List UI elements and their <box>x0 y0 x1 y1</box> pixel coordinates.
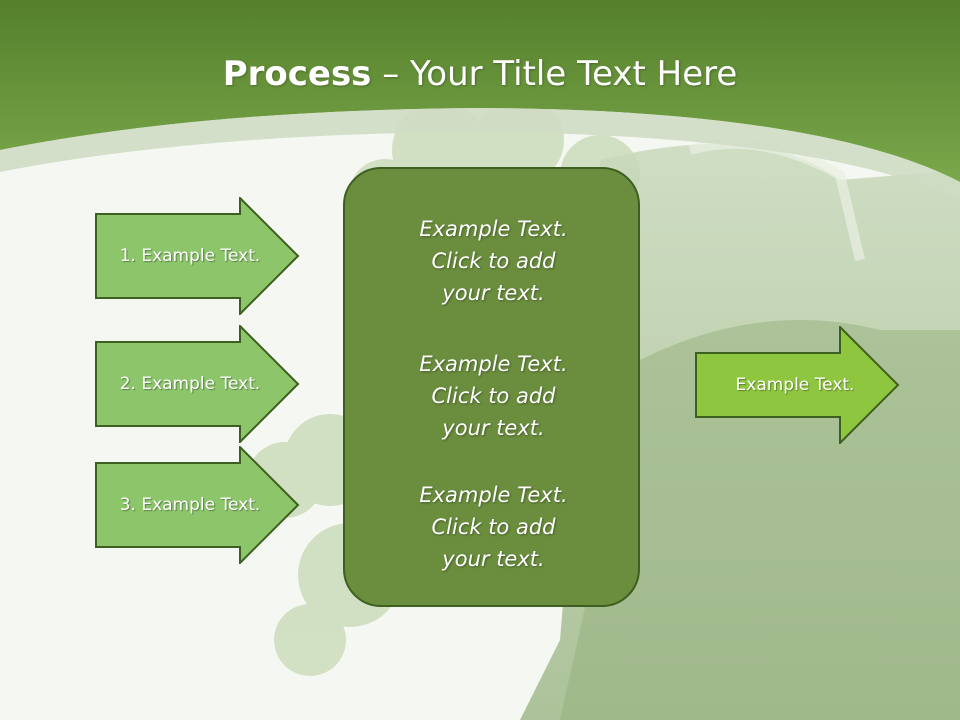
center-text-box[interactable]: Example Text. Click to add your text. Ex… <box>343 167 640 607</box>
center-block-1-line-2: Click to add <box>431 249 556 273</box>
arrow-2-label: 2. Example Text. <box>119 374 261 394</box>
process-arrow-2[interactable]: 2. Example Text. <box>95 325 300 443</box>
title-bold: Process <box>222 54 372 94</box>
center-block-3: Example Text. Click to add your text. <box>345 479 642 575</box>
result-arrow-shape <box>695 326 900 444</box>
center-block-2-line-2: Click to add <box>431 384 556 408</box>
center-block-1: Example Text. Click to add your text. <box>345 213 642 309</box>
center-block-2-line-1: Example Text. <box>419 352 568 376</box>
center-block-1-line-1: Example Text. <box>419 217 568 241</box>
arrow-shape-1 <box>95 197 300 315</box>
arrow-shape-2 <box>95 325 300 443</box>
title-rest: – Your Title Text Here <box>371 54 738 94</box>
process-arrow-3[interactable]: 3. Example Text. <box>95 446 300 564</box>
process-arrow-1[interactable]: 1. Example Text. <box>95 197 300 315</box>
arrow-shape-3 <box>95 446 300 564</box>
center-block-3-line-3: your text. <box>442 547 545 571</box>
center-block-1-line-3: your text. <box>442 281 545 305</box>
result-arrow[interactable]: Example Text. <box>695 326 900 444</box>
arrow-3-label: 3. Example Text. <box>119 495 261 515</box>
arrow-1-label: 1. Example Text. <box>119 246 261 266</box>
center-block-2-line-3: your text. <box>442 416 545 440</box>
center-block-3-line-2: Click to add <box>431 515 556 539</box>
result-arrow-label: Example Text. <box>735 375 855 395</box>
slide-title: Process – Your Title Text Here <box>0 52 960 96</box>
center-block-2: Example Text. Click to add your text. <box>345 348 642 444</box>
center-block-3-line-1: Example Text. <box>419 483 568 507</box>
